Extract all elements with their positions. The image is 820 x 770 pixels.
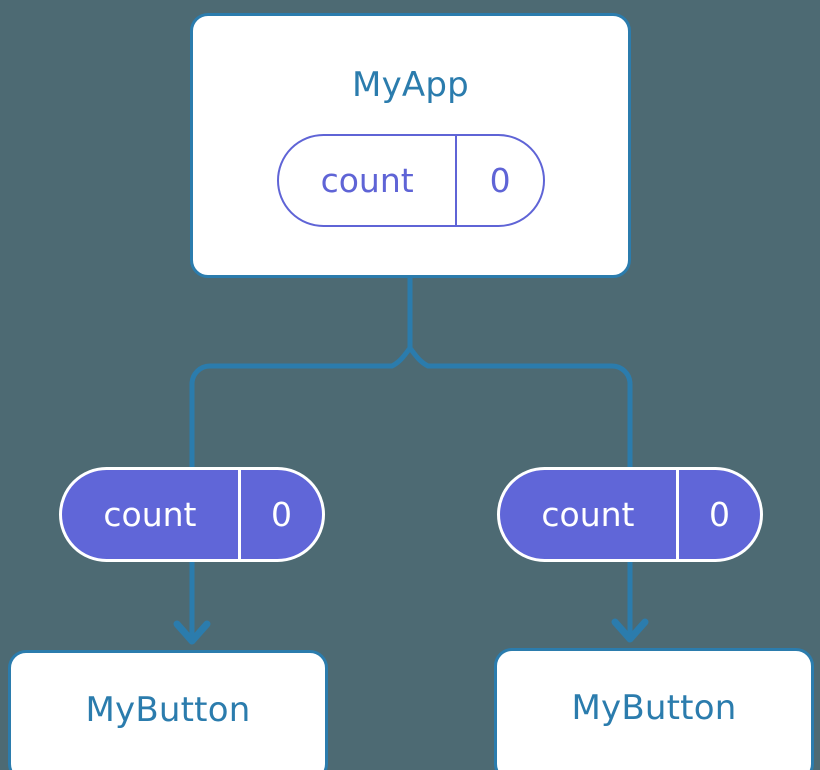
connector-split-right <box>407 345 633 470</box>
props-pill-left-key: count <box>103 495 197 534</box>
props-arrow-right-head <box>611 618 649 643</box>
props-pill-left[interactable]: count 0 <box>59 467 325 562</box>
component-label-myapp: MyApp <box>352 65 469 105</box>
component-node-mybutton-right[interactable]: MyButton <box>494 648 814 770</box>
connector-split-left <box>189 345 413 470</box>
props-pill-right-value: 0 <box>675 470 760 559</box>
props-pill-right[interactable]: count 0 <box>497 467 763 562</box>
component-label-mybutton-left: MyButton <box>85 690 251 730</box>
state-pill-key: count <box>320 161 414 200</box>
state-pill-count[interactable]: count 0 <box>277 134 545 227</box>
component-label-mybutton-right: MyButton <box>571 688 737 728</box>
component-node-mybutton-left[interactable]: MyButton <box>8 650 328 770</box>
props-pill-right-key: count <box>541 495 635 534</box>
props-arrow-left-head <box>173 620 211 645</box>
state-pill-value: 0 <box>455 136 543 225</box>
props-pill-left-value: 0 <box>237 470 322 559</box>
